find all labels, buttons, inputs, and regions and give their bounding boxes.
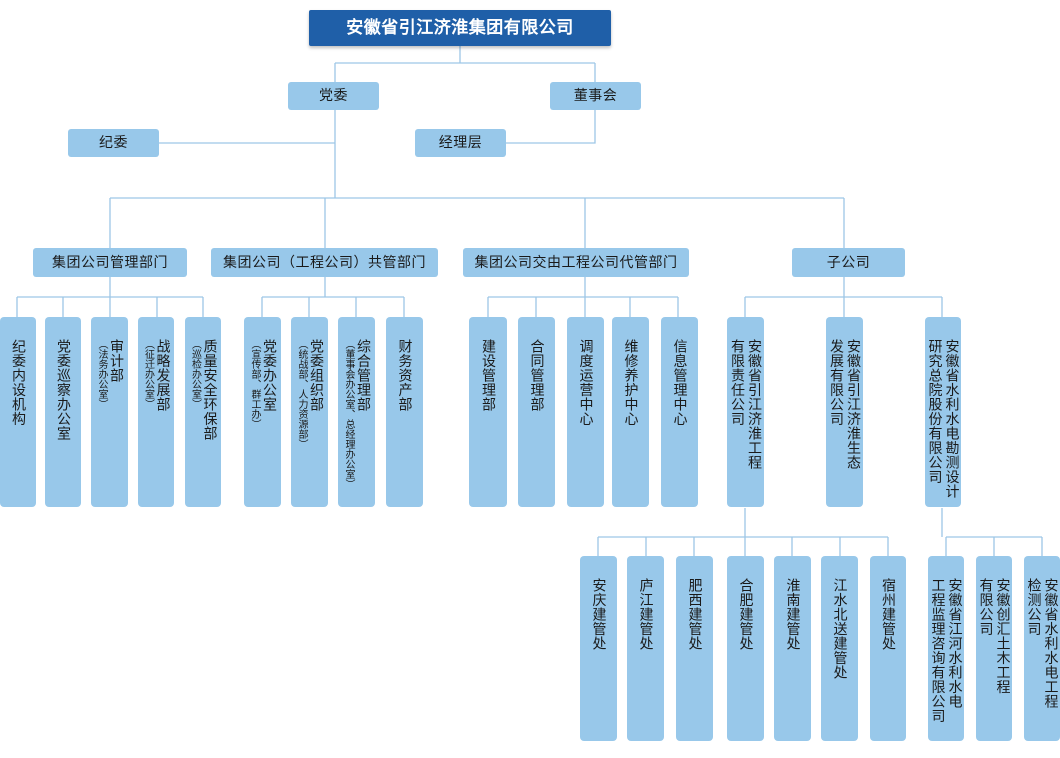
sub-unit-label: 安徽省水利水电工程 (1042, 578, 1059, 709)
department-label: 综合管理部 (355, 339, 371, 412)
department-note: （董事会办公室、总经理办公室） (343, 339, 354, 489)
department-label: 财务资产部 (396, 339, 413, 412)
group-delegated-departments: 集团公司交由工程公司代管部门 (463, 248, 689, 277)
department-note: （统战部、人力资源部） (296, 339, 307, 449)
company-title: 安徽省引江济淮集团有限公司 (309, 10, 611, 46)
department-box: 综合管理部（董事会办公室、总经理办公室） (338, 317, 375, 507)
sub-unit-label: 宿州建管处 (880, 578, 896, 651)
department-box: 质量安全环保部（巡检办公室） (185, 317, 221, 507)
sub-unit-label: 庐江建管处 (637, 578, 654, 651)
sub-unit-box: 淮南建管处 (774, 556, 811, 741)
sub-unit-box: 庐江建管处 (627, 556, 664, 741)
department-box: 安徽省水利水电勘测设计研究总院股份有限公司 (925, 317, 961, 507)
sub-unit-label: 安徽创汇土木工程 (994, 578, 1011, 694)
department-label: 发展有限公司 (828, 339, 844, 426)
department-label: 有限责任公司 (729, 339, 745, 426)
department-box: 财务资产部 (386, 317, 423, 507)
department-label: 安徽省水利水电勘测设计 (943, 339, 960, 499)
department-box: 安徽省引江济淮生态发展有限公司 (826, 317, 863, 507)
sub-unit-label: 安庆建管处 (590, 578, 607, 651)
department-label: 党委组织部 (308, 339, 324, 412)
department-box: 建设管理部 (469, 317, 507, 507)
sub-unit-label: 检测公司 (1025, 578, 1042, 636)
department-label: 安徽省引江济淮工程 (746, 339, 762, 470)
department-box: 审计部（法务办公室） (91, 317, 128, 507)
group-management-departments: 集团公司管理部门 (33, 248, 187, 277)
sub-unit-box: 安徽省水利水电工程检测公司 (1024, 556, 1060, 741)
department-note: （法务办公室） (96, 339, 107, 409)
sub-unit-label: 安徽省江河水利水电 (946, 578, 963, 709)
sub-unit-box: 江水北送建管处 (821, 556, 858, 741)
department-box: 安徽省引江济淮工程有限责任公司 (727, 317, 764, 507)
sub-unit-box: 宿州建管处 (870, 556, 906, 741)
sub-unit-box: 安徽省江河水利水电工程监理咨询有限公司 (928, 556, 964, 741)
department-label: 调度运营中心 (577, 339, 594, 426)
department-label: 信息管理中心 (671, 339, 688, 426)
department-label: 党委巡察办公室 (55, 339, 71, 441)
department-box: 党委巡察办公室 (45, 317, 81, 507)
department-label: 党委办公室 (261, 339, 277, 412)
department-label: 审计部 (108, 339, 124, 383)
department-box: 党委组织部（统战部、人力资源部） (291, 317, 328, 507)
department-label: 合同管理部 (528, 339, 545, 412)
subsidiaries-group: 子公司 (792, 248, 905, 277)
department-label: 纪委内设机构 (10, 339, 26, 426)
department-box: 党委办公室（宣传部、群工办） (244, 317, 281, 507)
department-box: 调度运营中心 (567, 317, 604, 507)
sub-unit-label: 合肥建管处 (737, 578, 754, 651)
department-label: 维修养护中心 (622, 339, 639, 426)
department-label: 战略发展部 (154, 339, 171, 412)
board-of-directors-box: 董事会 (550, 82, 641, 110)
sub-unit-box: 合肥建管处 (727, 556, 764, 741)
department-note: （征迁办公室） (142, 339, 154, 409)
party-committee-box: 党委 (288, 82, 379, 110)
group-shared-departments: 集团公司（工程公司）共管部门 (211, 248, 438, 277)
sub-unit-label: 淮南建管处 (784, 578, 801, 651)
department-box: 合同管理部 (518, 317, 555, 507)
department-note: （巡检办公室） (189, 339, 201, 409)
department-box: 战略发展部（征迁办公室） (138, 317, 174, 507)
sub-unit-label: 肥西建管处 (686, 578, 703, 651)
department-box: 维修养护中心 (612, 317, 649, 507)
sub-unit-box: 肥西建管处 (676, 556, 713, 741)
department-note: （宣传部、群工办） (249, 339, 260, 429)
department-label: 安徽省引江济淮生态 (845, 339, 861, 470)
sub-unit-box: 安徽创汇土木工程有限公司 (976, 556, 1012, 741)
sub-unit-label: 工程监理咨询有限公司 (929, 578, 946, 723)
discipline-committee-box: 纪委 (68, 129, 159, 157)
sub-unit-box: 安庆建管处 (580, 556, 617, 741)
department-label: 质量安全环保部 (201, 339, 218, 441)
department-label: 建设管理部 (480, 339, 496, 412)
management-layer-box: 经理层 (415, 129, 506, 157)
sub-unit-label: 有限公司 (977, 578, 994, 636)
sub-unit-label: 江水北送建管处 (831, 578, 848, 680)
department-box: 纪委内设机构 (0, 317, 36, 507)
department-label: 研究总院股份有限公司 (926, 339, 943, 484)
department-box: 信息管理中心 (661, 317, 698, 507)
